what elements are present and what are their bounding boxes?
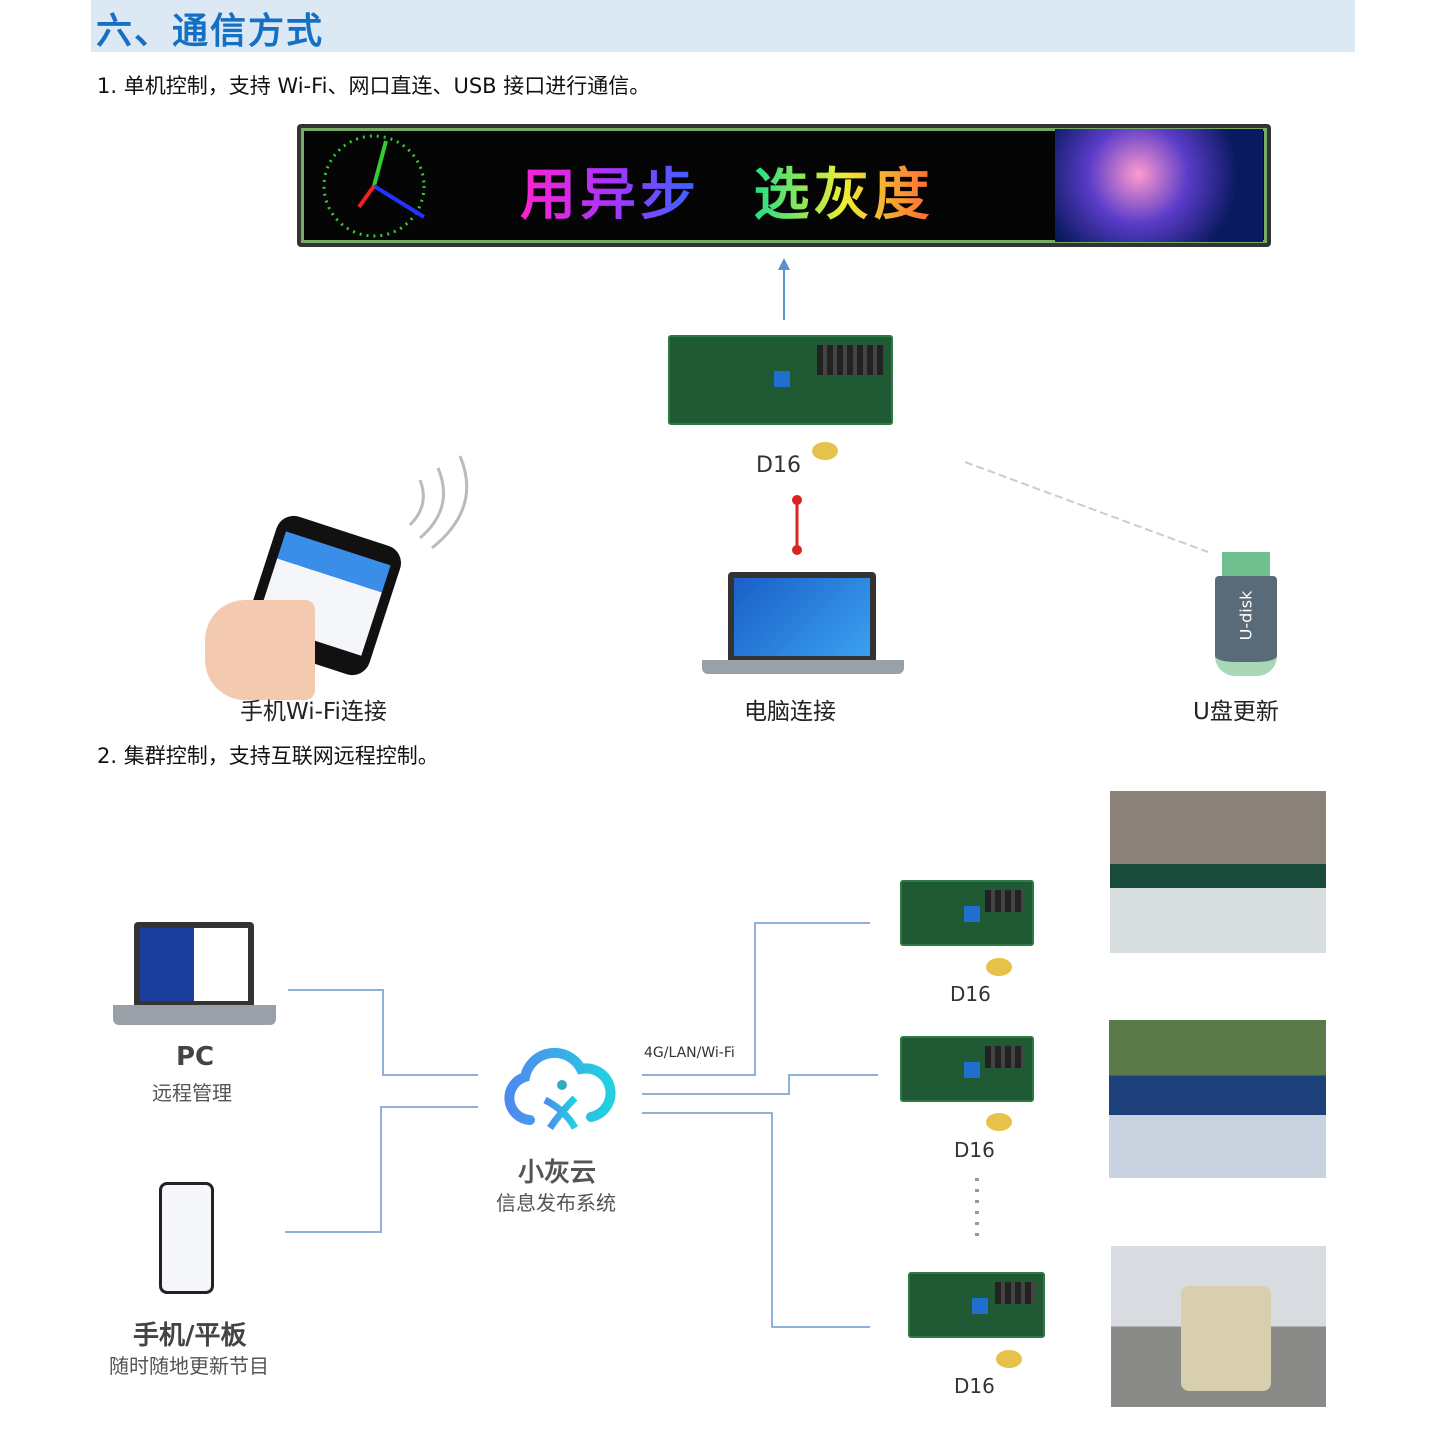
hand-image — [205, 600, 315, 700]
indoor-display-photo — [1110, 791, 1326, 953]
controller-label: D16 — [756, 453, 801, 478]
network-label: 4G/LAN/Wi-Fi — [644, 1045, 735, 1061]
udisk-text: U-disk — [1236, 590, 1256, 641]
udisk-image: U-disk — [1215, 576, 1277, 676]
controller-label: D16 — [954, 1374, 995, 1398]
laptop-image — [728, 572, 876, 662]
cloud-subtitle: 信息发布系统 — [496, 1191, 616, 1215]
d16-board-image — [900, 1036, 1034, 1102]
d16-board-image — [908, 1272, 1045, 1338]
pc-title: PC — [176, 1042, 215, 1072]
pc-laptop-base — [113, 1005, 276, 1025]
section2-text: 2. 集群控制，支持互联网远程控制。 — [97, 744, 439, 768]
battery-icon — [996, 1350, 1022, 1368]
pc-laptop-image — [134, 922, 254, 1007]
udisk-label: U盘更新 — [1193, 699, 1279, 725]
pc-subtitle: 远程管理 — [152, 1081, 232, 1105]
laptop-base — [702, 660, 904, 674]
pc-label: 电脑连接 — [744, 699, 836, 725]
cloud-logo-icon — [504, 1047, 616, 1130]
battery-icon — [986, 1113, 1012, 1131]
d16-board-image — [900, 880, 1034, 946]
outdoor-display-photo — [1109, 1020, 1326, 1178]
led-text-b: 选灰度 — [753, 163, 934, 228]
mobile-title: 手机/平板 — [133, 1321, 247, 1351]
led-text-a: 用异步 — [520, 163, 700, 228]
led-text: 用异步 选灰度 — [520, 150, 934, 231]
jellyfish-image — [1055, 129, 1263, 242]
mobile-subtitle: 随时随地更新节目 — [109, 1354, 269, 1378]
d16-board-image — [668, 335, 893, 425]
section1-text: 1. 单机控制，支持 Wi-Fi、网口直连、USB 接口进行通信。 — [97, 74, 651, 98]
usb-connector — [1222, 552, 1270, 577]
section-header-bar — [91, 0, 1355, 52]
clock-icon — [322, 134, 426, 238]
cloud-title: 小灰云 — [518, 1158, 597, 1188]
section-title: 六、通信方式 — [96, 11, 325, 52]
mobile-image — [159, 1182, 214, 1294]
controller-label: D16 — [954, 1138, 995, 1162]
bus-display-photo — [1111, 1246, 1326, 1407]
phone-label: 手机Wi-Fi连接 — [240, 699, 387, 725]
controller-label: D16 — [950, 982, 991, 1006]
battery-icon — [812, 442, 838, 460]
battery-icon — [986, 958, 1012, 976]
